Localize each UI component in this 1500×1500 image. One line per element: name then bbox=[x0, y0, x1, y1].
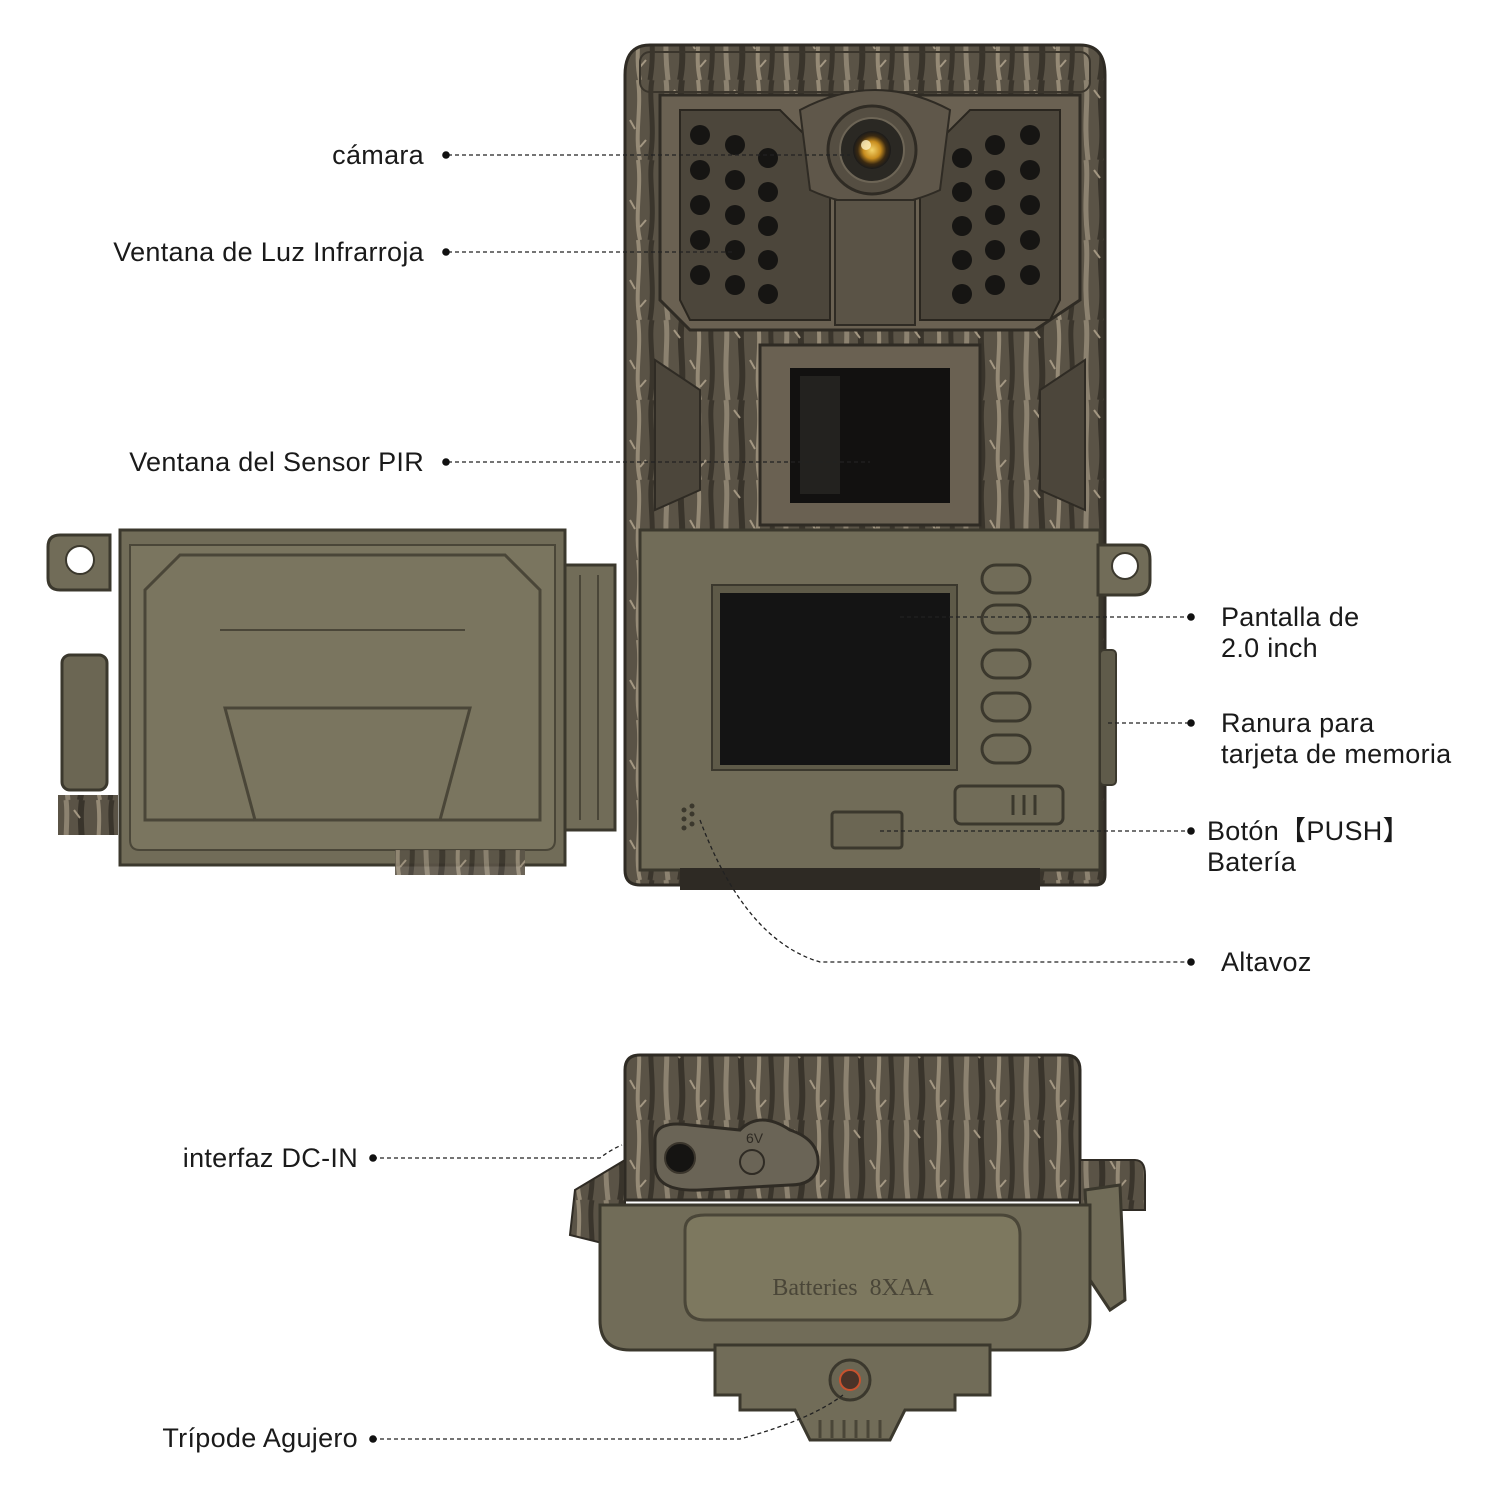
dc-in-cover bbox=[653, 1118, 820, 1192]
memory-card-slot bbox=[1099, 649, 1117, 786]
dc-voltage-label: 6V bbox=[746, 1130, 764, 1146]
speaker-grille bbox=[681, 803, 695, 831]
push-button bbox=[830, 810, 904, 850]
camera-door bbox=[46, 528, 617, 875]
camera-lens bbox=[798, 89, 952, 206]
label-dc-in: interfaz DC-IN bbox=[182, 1143, 358, 1173]
leader-dots bbox=[369, 151, 1195, 1443]
menu-buttons bbox=[980, 563, 1032, 765]
leader-lines bbox=[373, 154, 1188, 1440]
label-infrared-window: Ventana de Luz Infrarroja bbox=[113, 237, 424, 267]
label-pir-sensor: Ventana del Sensor PIR bbox=[129, 447, 424, 477]
label-memory-card-slot: Ranura para tarjeta de memoria bbox=[1221, 708, 1452, 769]
label-tripod-hole: Trípode Agujero bbox=[162, 1423, 358, 1453]
infrared-window bbox=[679, 109, 1061, 321]
label-screen: Pantalla de 2.0 inch bbox=[1221, 602, 1360, 663]
batteries-label: Batteries 8XAA bbox=[772, 1275, 934, 1301]
label-push-button: Botón【PUSH】 Batería bbox=[1207, 816, 1410, 877]
dc-in-port bbox=[664, 1142, 696, 1174]
label-camara: cámara bbox=[332, 140, 424, 170]
lcd-screen bbox=[720, 593, 950, 765]
camera-bottom-view: 6V Batteries 8XAA bbox=[568, 1053, 1146, 1442]
label-speaker: Altavoz bbox=[1221, 947, 1312, 977]
camera-front bbox=[623, 43, 1152, 890]
